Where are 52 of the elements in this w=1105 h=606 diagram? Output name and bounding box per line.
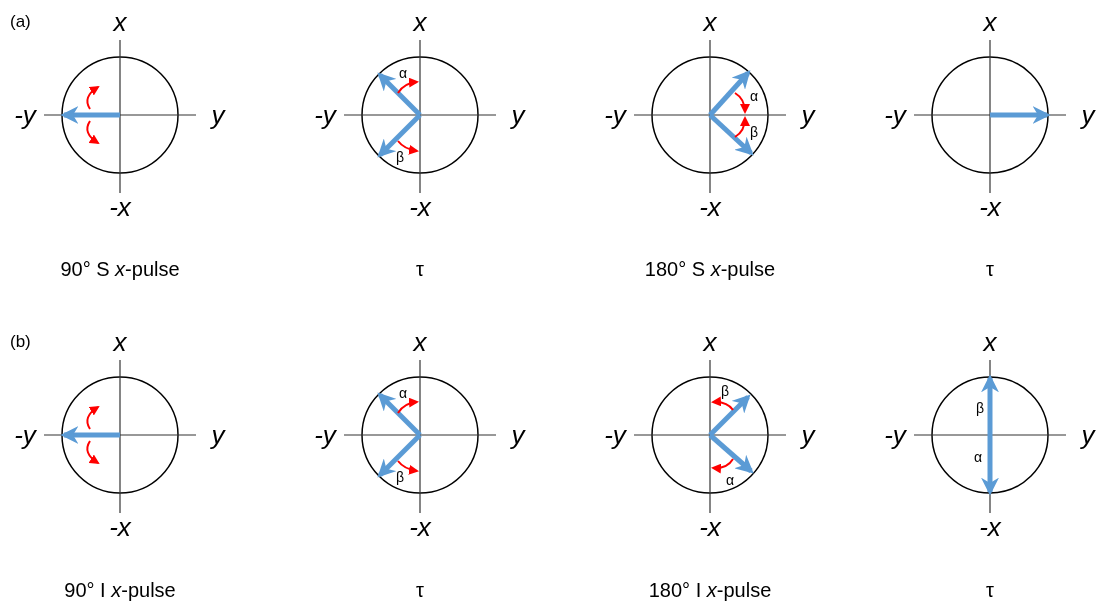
spin-state-label: β: [975, 401, 985, 415]
axis-label: y: [1081, 422, 1095, 448]
axis-label: -y: [14, 422, 36, 448]
axis-label: -x: [109, 514, 131, 540]
spin-state-label: β: [395, 150, 405, 164]
axis-label: -x: [979, 514, 1001, 540]
axis-label: y: [801, 422, 815, 448]
axis-label: -x: [409, 514, 431, 540]
step-caption: 180° S x-pulse: [644, 258, 776, 281]
axis-label: y: [511, 102, 525, 128]
step-caption: 90° I x-pulse: [64, 579, 176, 602]
axis-label: -y: [314, 422, 336, 448]
axis-label: y: [211, 422, 225, 448]
axis-label: -y: [604, 422, 626, 448]
axis-label: -y: [884, 422, 906, 448]
step-caption: τ: [416, 579, 424, 602]
axis-label: -y: [314, 102, 336, 128]
panel-label: (a): [10, 12, 31, 32]
axis-label: y: [801, 102, 815, 128]
axis-label: x: [983, 329, 997, 355]
step-caption: 180° I x-pulse: [648, 579, 772, 602]
panel-label: (b): [10, 332, 31, 352]
spin-state-label: β: [720, 384, 730, 398]
axis-label: -x: [109, 194, 131, 220]
spin-state-label: β: [749, 125, 759, 139]
step-caption: τ: [416, 258, 424, 281]
axis-label: x: [113, 9, 127, 35]
axis-label: y: [1081, 102, 1095, 128]
axis-label: -y: [604, 102, 626, 128]
axis-label: -x: [979, 194, 1001, 220]
axis-label: -y: [884, 102, 906, 128]
axis-label: x: [703, 329, 717, 355]
axis-label: y: [211, 102, 225, 128]
step-caption: τ: [986, 258, 994, 281]
axis-label: -x: [699, 194, 721, 220]
axis-label: -x: [409, 194, 431, 220]
spin-state-label: α: [973, 450, 983, 464]
axis-label: x: [413, 9, 427, 35]
spin-state-label: α: [725, 473, 735, 487]
axis-label: x: [983, 9, 997, 35]
axis-label: x: [703, 9, 717, 35]
axis-label: -y: [14, 102, 36, 128]
spin-state-label: α: [398, 66, 408, 80]
axis-label: x: [413, 329, 427, 355]
axis-label: -x: [699, 514, 721, 540]
axis-label: y: [511, 422, 525, 448]
step-caption: 90° S x-pulse: [60, 258, 180, 281]
axis-label: x: [113, 329, 127, 355]
step-caption: τ: [986, 579, 994, 602]
spin-state-label: β: [395, 470, 405, 484]
spin-state-label: α: [398, 386, 408, 400]
spin-state-label: α: [749, 89, 759, 103]
